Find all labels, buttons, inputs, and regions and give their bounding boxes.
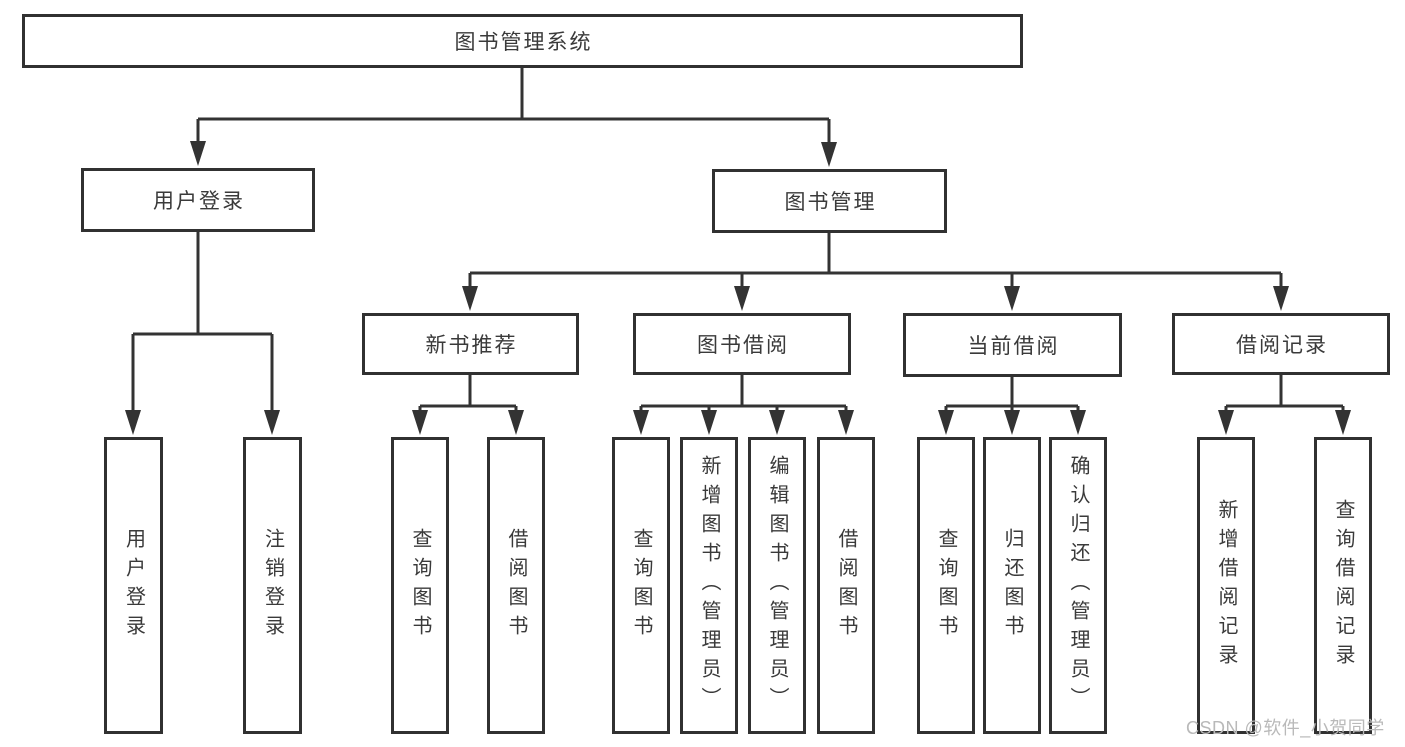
node-user-login-label: 用户登录 (153, 190, 245, 213)
node-book-management: 图书管理 (712, 169, 947, 233)
node-current-borrowing-label: 当前借阅 (967, 335, 1060, 358)
leaf-user-login: 用户登录 (104, 437, 163, 734)
node-book-management-label: 图书管理 (784, 191, 877, 214)
node-new-book-recommendation: 新书推荐 (362, 313, 579, 375)
leaf-query-books-current: 查询图书 (917, 437, 975, 734)
leaf-borrow-books-recommend: 借阅图书 (487, 437, 545, 734)
leaf-add-book-admin: 新增图书（管理员） (680, 437, 738, 734)
leaf-query-books-borrowing: 查询图书 (612, 437, 670, 734)
leaf-add-borrow-record: 新增借阅记录 (1197, 437, 1255, 734)
node-book-borrowing: 图书借阅 (633, 313, 851, 375)
node-borrow-records-label: 借阅记录 (1236, 334, 1328, 357)
leaf-borrow-books-borrowing-label: 借阅图书 (835, 527, 857, 644)
leaf-return-book: 归还图书 (983, 437, 1041, 734)
node-current-borrowing: 当前借阅 (903, 313, 1122, 377)
leaf-confirm-return-admin-label: 确认归还（管理员） (1067, 455, 1089, 716)
node-root-label: 图书管理系统 (454, 31, 593, 54)
leaf-edit-book-admin: 编辑图书（管理员） (748, 437, 806, 734)
leaf-logout-label: 注销登录 (261, 527, 284, 644)
leaf-user-login-label: 用户登录 (122, 527, 145, 644)
node-borrow-records: 借阅记录 (1172, 313, 1390, 375)
leaf-edit-book-admin-label: 编辑图书（管理员） (766, 455, 788, 716)
leaf-borrow-books-borrowing: 借阅图书 (817, 437, 875, 734)
leaf-query-borrow-record: 查询借阅记录 (1314, 437, 1372, 734)
node-user-login: 用户登录 (81, 168, 315, 232)
node-root: 图书管理系统 (22, 14, 1023, 68)
leaf-query-books-recommend: 查询图书 (391, 437, 449, 734)
leaf-return-book-label: 归还图书 (1001, 527, 1023, 644)
node-new-book-recommendation-label: 新书推荐 (425, 334, 518, 357)
leaf-borrow-books-recommend-label: 借阅图书 (505, 527, 527, 644)
leaf-query-books-recommend-label: 查询图书 (409, 527, 431, 644)
leaf-query-borrow-record-label: 查询借阅记录 (1332, 498, 1354, 673)
node-book-borrowing-label: 图书借阅 (697, 334, 789, 357)
leaf-add-borrow-record-label: 新增借阅记录 (1215, 498, 1237, 673)
leaf-add-book-admin-label: 新增图书（管理员） (698, 455, 720, 716)
leaf-confirm-return-admin: 确认归还（管理员） (1049, 437, 1107, 734)
leaf-query-books-borrowing-label: 查询图书 (630, 527, 652, 644)
leaf-query-books-current-label: 查询图书 (935, 527, 957, 644)
watermark: CSDN @软件_小贺同学 (1186, 718, 1385, 738)
leaf-logout: 注销登录 (243, 437, 302, 734)
